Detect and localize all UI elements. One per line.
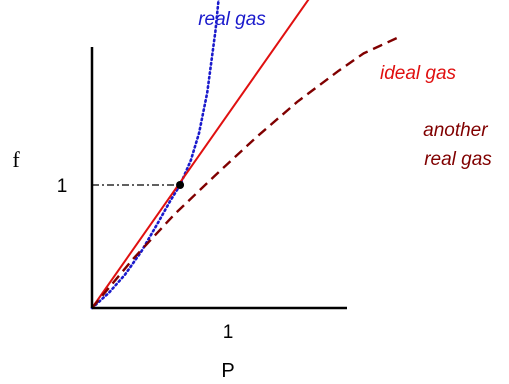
x-tick-label: 1 bbox=[223, 322, 234, 343]
series-line-ideal-gas bbox=[91, 0, 310, 309]
series-line-real-gas bbox=[90, 0, 220, 310]
series-label-another-real-gas: another real gas bbox=[423, 120, 493, 170]
series-layer bbox=[90, 0, 399, 310]
series-label-real-gas: real gas bbox=[198, 9, 266, 30]
x-axis-label: P bbox=[221, 360, 234, 382]
y-tick-label: 1 bbox=[57, 176, 68, 197]
y-axis-label: f bbox=[12, 147, 20, 172]
series-line-another-real-gas bbox=[91, 36, 399, 309]
marked-point bbox=[176, 181, 185, 189]
series-label-ideal-gas: ideal gas bbox=[380, 63, 457, 84]
